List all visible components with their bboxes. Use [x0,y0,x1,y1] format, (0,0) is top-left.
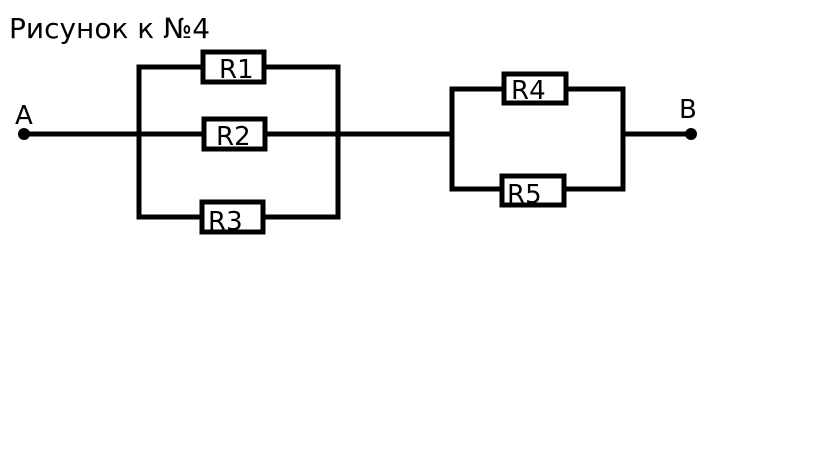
figure-title: Рисунок к №4 [9,12,211,45]
r1-label: R1 [219,55,254,85]
r1-body [200,49,267,85]
r3-label: R3 [208,207,243,237]
resistor-r1: R1 [200,49,267,85]
r3-body [199,199,266,235]
r5-body [499,173,567,208]
resistor-r3: R3 [199,199,266,237]
terminal-b-dot [685,128,697,140]
terminal-b: B [679,95,697,140]
resistor-r4: R4 [501,71,569,106]
terminal-a: A [15,101,33,140]
r2-label: R2 [216,122,251,152]
r4-body [501,71,569,106]
terminal-b-label: B [679,95,697,125]
terminal-a-dot [18,128,30,140]
r5-label: R5 [507,180,542,210]
terminal-a-label: A [15,101,33,131]
resistor-r2: R2 [201,116,268,152]
r4-label: R4 [511,76,546,106]
resistor-r5: R5 [499,173,567,210]
r2-body [201,116,268,152]
